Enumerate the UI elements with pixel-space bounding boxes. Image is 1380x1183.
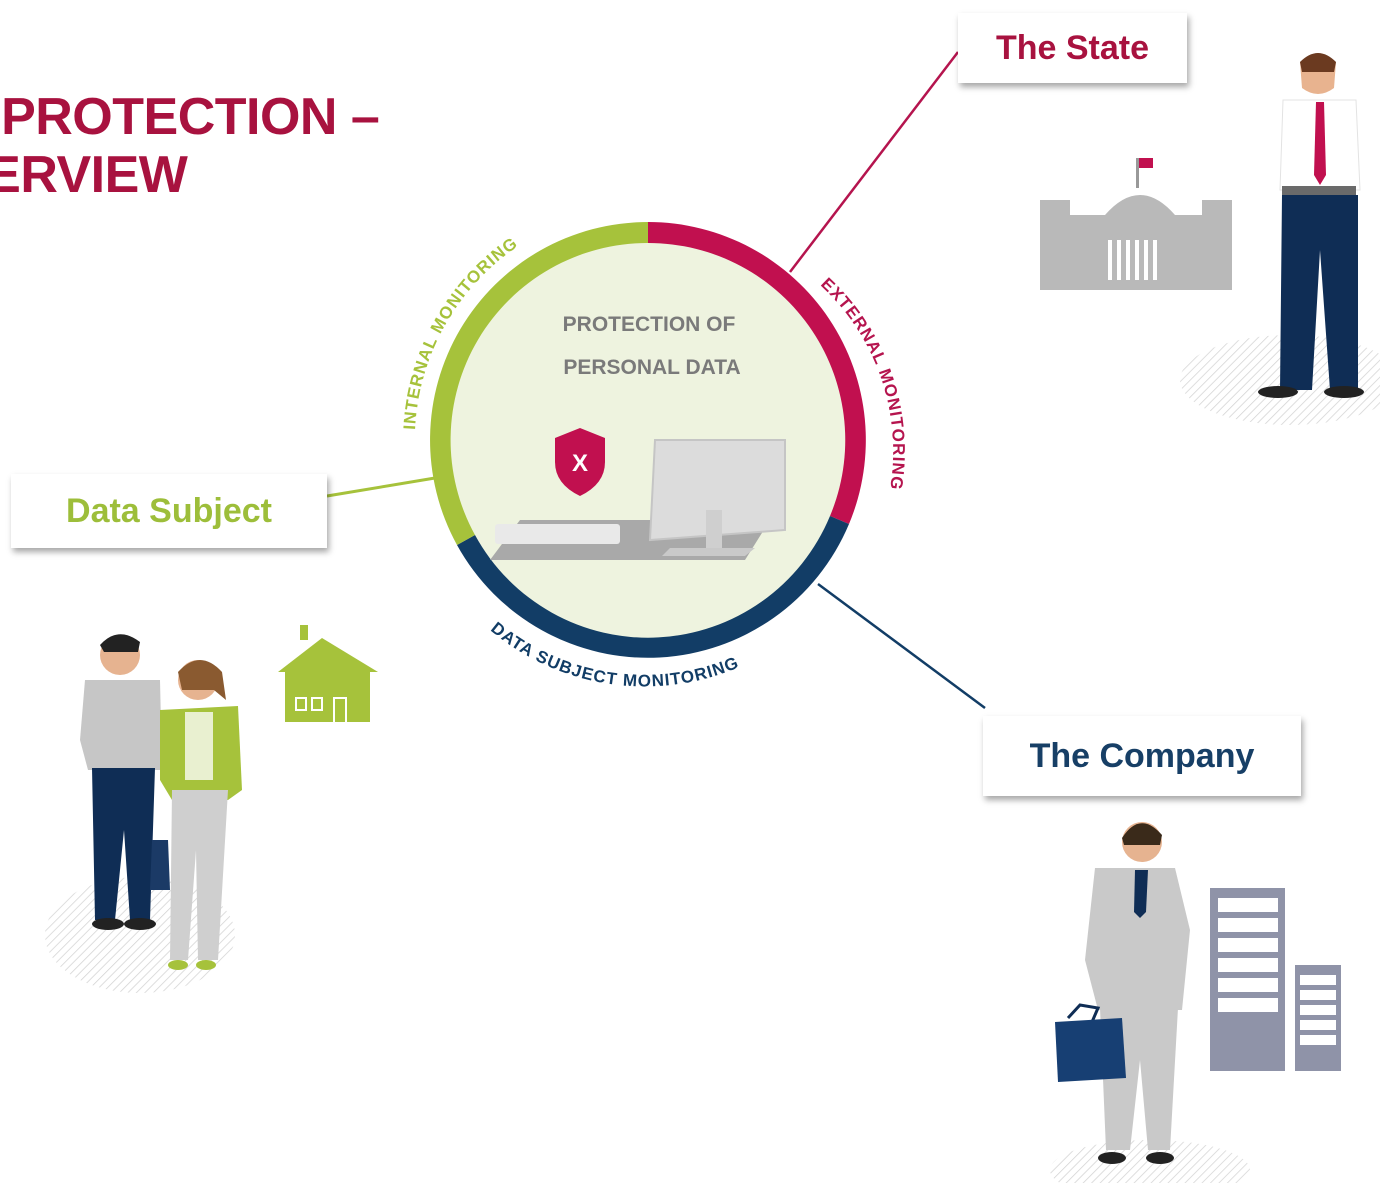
company-connector-line [817, 582, 986, 710]
label-the-company: The Company [983, 716, 1301, 796]
person-icon [1258, 53, 1364, 398]
center-text-line-1: PROTECTION OF [562, 313, 736, 336]
label-data-subject-text: Data Subject [66, 491, 272, 530]
ring-segment-external [648, 222, 866, 524]
monitoring-ring [430, 222, 866, 658]
person-icon [1085, 822, 1190, 1164]
ring-segment-data-subject [457, 516, 849, 658]
shield-mark: X [571, 450, 588, 477]
label-the-company-text: The Company [1029, 736, 1255, 775]
ring-segment-internal [430, 222, 648, 545]
page-title: A PROTECTION – VERVIEW [0, 88, 380, 204]
center-text-line-2: PERSONAL DATA [563, 356, 741, 379]
person-icon [150, 660, 242, 970]
keyboard-icon [495, 524, 620, 544]
label-the-state-text: The State [995, 28, 1150, 67]
subject-connector-line [326, 476, 436, 498]
person-icon [80, 634, 162, 930]
label-the-state: The State [958, 13, 1187, 83]
briefcase-icon [1055, 1003, 1126, 1082]
office-building-icon [1210, 888, 1341, 1071]
title-line-1: A PROTECTION – [0, 88, 380, 146]
parliament-building-icon [1040, 158, 1232, 290]
shield-icon [555, 428, 605, 496]
computer-icon [490, 439, 786, 560]
title-line-2: VERVIEW [0, 146, 188, 204]
state-connector-line [789, 51, 959, 273]
label-data-subject: Data Subject [11, 474, 327, 548]
house-icon [278, 625, 378, 722]
